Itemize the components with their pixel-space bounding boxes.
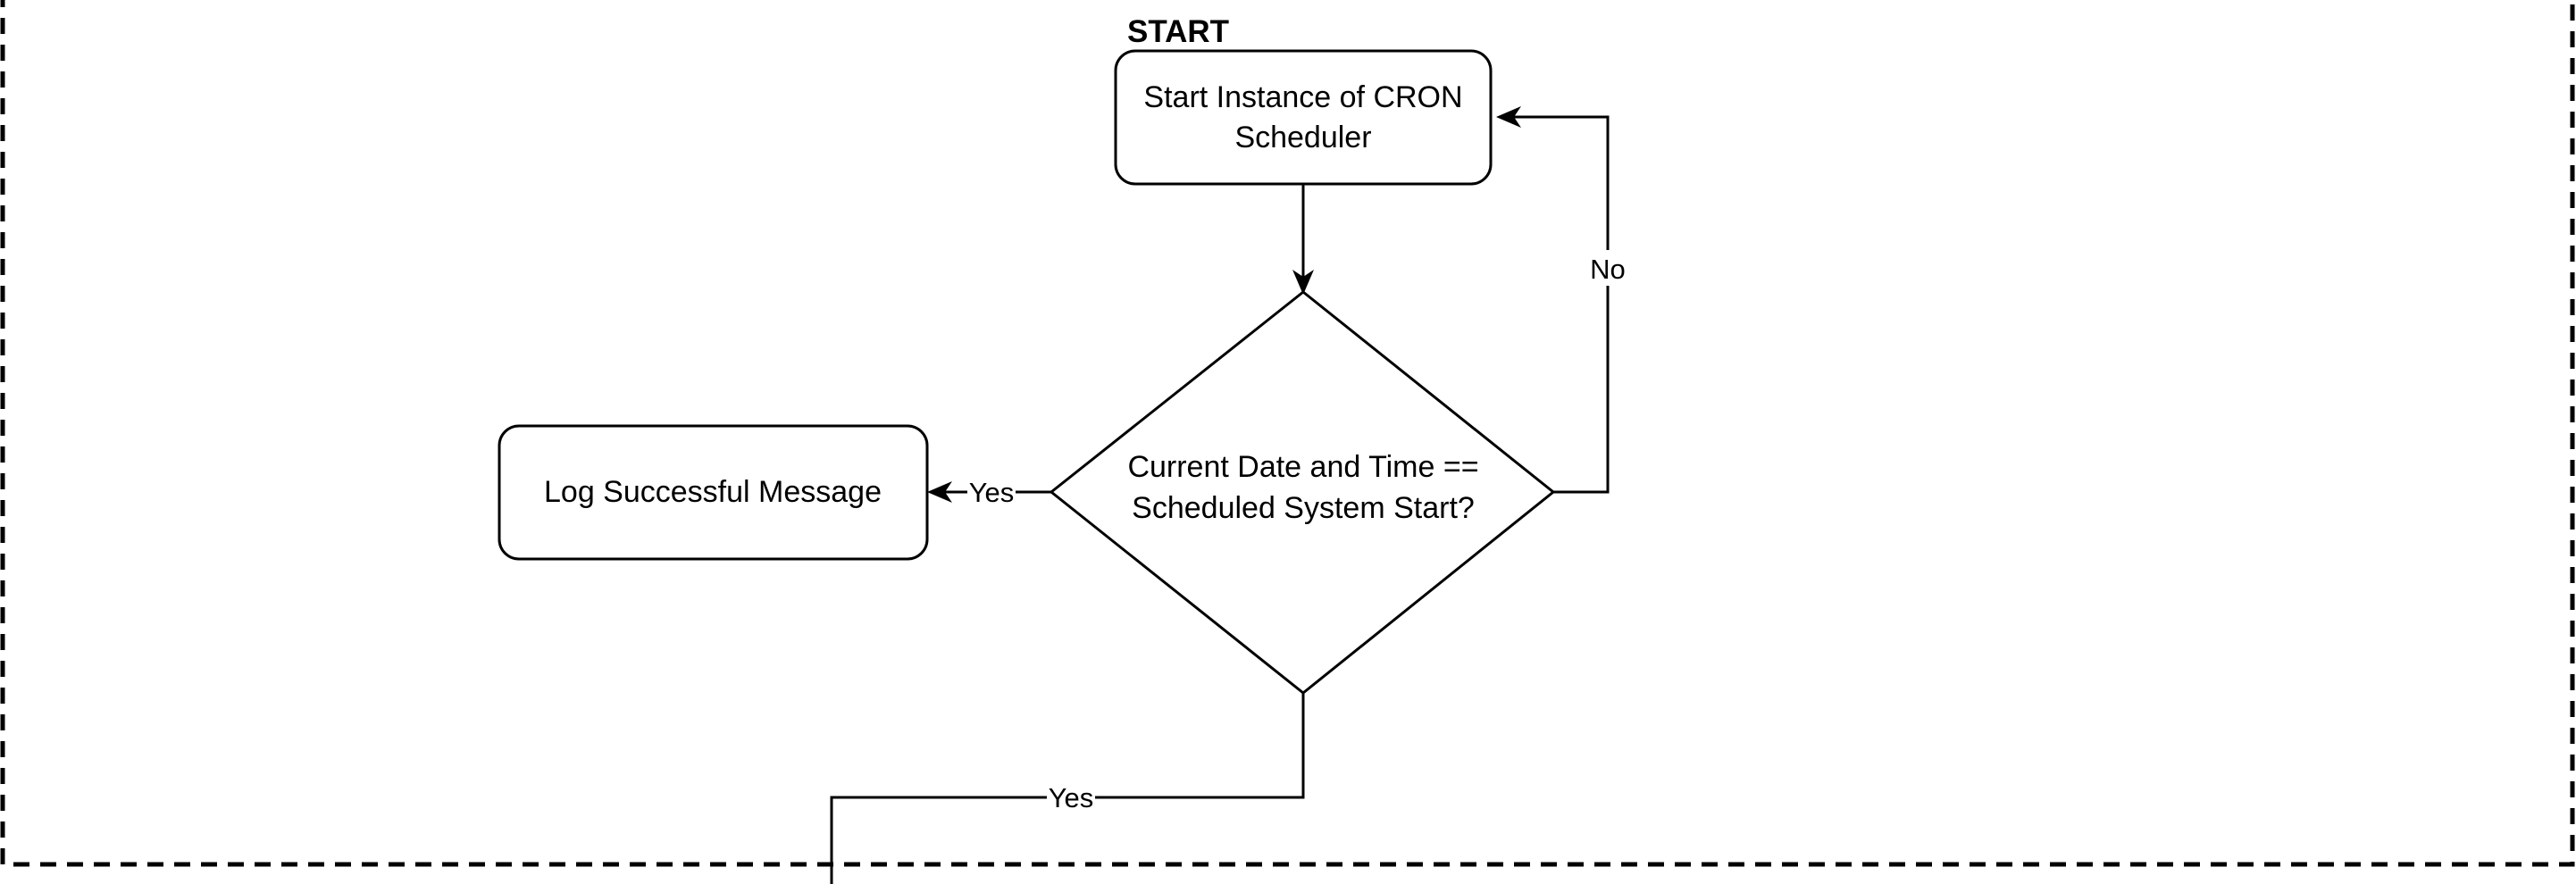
edge-label-yes-left: Yes [969,477,1015,508]
arrowhead-left [927,481,952,503]
start-title: START [1127,14,1229,49]
node-start-line1: Start Instance of CRON [1143,80,1462,114]
node-start-line2: Scheduler [1234,121,1371,154]
node-start-instance: Start Instance of CRON Scheduler [1114,49,1493,186]
node-decision-line2: Scheduled System Start? [1132,491,1475,525]
node-decision: Current Date and Time == Scheduled Syste… [1049,290,1556,695]
edge-label-no: No [1590,254,1626,285]
edge-decision-yes-left: Yes [927,475,1051,509]
arrowhead-down [1292,270,1314,295]
arrowhead-left [1496,106,1521,128]
edge-start-to-decision [1292,184,1314,295]
node-log-text: Log Successful Message [544,475,882,509]
node-decision-line1: Current Date and Time == [1127,450,1478,484]
node-log-message: Log Successful Message [498,424,929,561]
edge-decision-no-loop: No [1496,106,1628,494]
edge-label-yes-down: Yes [1049,782,1094,813]
edge-decision-yes-down: Yes [830,693,1305,884]
